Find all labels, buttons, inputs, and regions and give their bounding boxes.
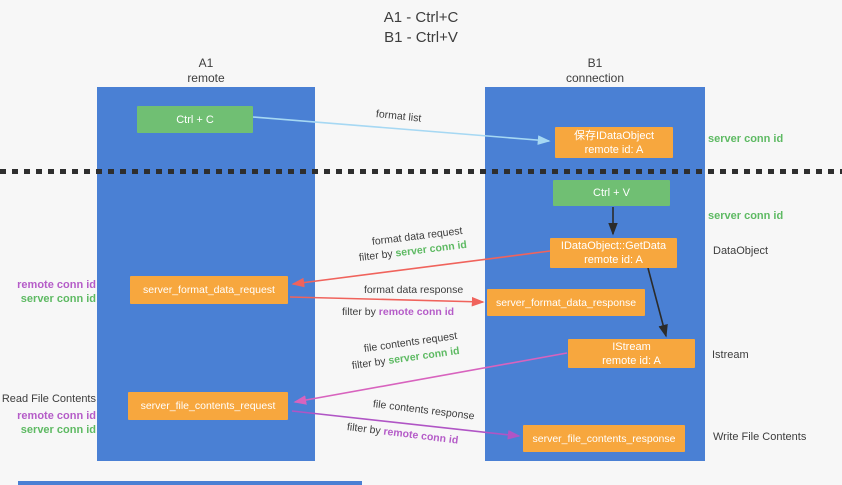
remote-conn-id-annotation-1: remote conn id <box>17 279 96 291</box>
lane-header-a1: A1 remote <box>136 56 276 86</box>
server-file-contents-response-box: server_file_contents_response <box>523 425 685 452</box>
file-contents-response-filter-label: filter by remote conn id <box>346 421 459 447</box>
dotted-separator-line <box>0 169 842 174</box>
ctrl-c-box: Ctrl + C <box>137 106 253 133</box>
filter-by-text: filter by <box>358 247 394 264</box>
lane-header-b1: B1 connection <box>525 56 665 86</box>
server-format-data-response-label: server_format_data_response <box>495 296 637 309</box>
ctrl-v-label: Ctrl + V <box>593 187 630 199</box>
istream-annotation: Istream <box>712 349 749 361</box>
format-data-response-label: format data response <box>364 284 464 296</box>
write-file-contents-annotation: Write File Contents <box>713 431 807 443</box>
lane-b1-id: B1 <box>587 56 603 70</box>
server-conn-id-annotation-3: server conn id <box>20 293 96 305</box>
istream-box: IStream remote id: A <box>568 339 695 368</box>
server-format-data-request-label: server_format_data_request <box>143 284 275 296</box>
server-format-data-response-box: server_format_data_response <box>487 289 645 316</box>
server-file-contents-request-label: server_file_contents_request <box>140 400 276 412</box>
save-idataobject-box: 保存IDataObject remote id: A <box>555 127 673 158</box>
format-list-label: format list <box>375 108 422 125</box>
server-file-contents-request-box: server_file_contents_request <box>128 392 288 420</box>
lane-b1-role: connection <box>565 71 625 85</box>
format-data-response-filter-label: filter by remote conn id <box>342 306 454 318</box>
ctrl-c-label: Ctrl + C <box>176 113 214 126</box>
idataobject-getdata-box: IDataObject::GetData remote id: A <box>550 238 677 268</box>
dataobject-annotation: DataObject <box>713 245 769 257</box>
istream-line1: IStream <box>612 340 651 353</box>
remote-conn-id-text: remote conn id <box>382 425 459 447</box>
remote-conn-id-text: remote conn id <box>378 306 455 318</box>
filter-by-text: filter by <box>351 355 387 372</box>
istream-line2: remote id: A <box>602 354 661 367</box>
panel-fragment-bottom <box>18 481 362 485</box>
ctrl-v-box: Ctrl + V <box>553 180 670 206</box>
lane-a1-role: remote <box>187 71 225 85</box>
file-contents-response-label: file contents response <box>372 398 476 423</box>
remote-conn-id-annotation-2: remote conn id <box>17 410 96 422</box>
server-conn-id-annotation-2: server conn id <box>708 210 784 222</box>
title-line-1: A1 - Ctrl+C <box>383 9 459 26</box>
save-idataobject-line2: remote id: A <box>584 143 644 156</box>
read-file-contents-annotation: Read File Contents <box>1 393 96 405</box>
diagram-title: A1 - Ctrl+C B1 - Ctrl+V <box>0 8 842 48</box>
arrow-format-data-response <box>289 296 485 307</box>
idataobject-getdata-line1: IDataObject::GetData <box>560 240 667 252</box>
server-conn-id-annotation-4: server conn id <box>20 424 96 436</box>
lane-a1-id: A1 <box>198 56 214 70</box>
filter-by-text: filter by <box>342 306 376 318</box>
save-idataobject-line1: 保存IDataObject <box>573 129 655 142</box>
server-format-data-request-box: server_format_data_request <box>130 276 288 304</box>
idataobject-getdata-line2: remote id: A <box>584 254 643 266</box>
server-file-contents-response-label: server_file_contents_response <box>532 432 676 445</box>
server-conn-id-annotation-1: server conn id <box>708 133 784 145</box>
title-line-2: B1 - Ctrl+V <box>384 29 458 46</box>
filter-by-text: filter by <box>346 421 382 438</box>
